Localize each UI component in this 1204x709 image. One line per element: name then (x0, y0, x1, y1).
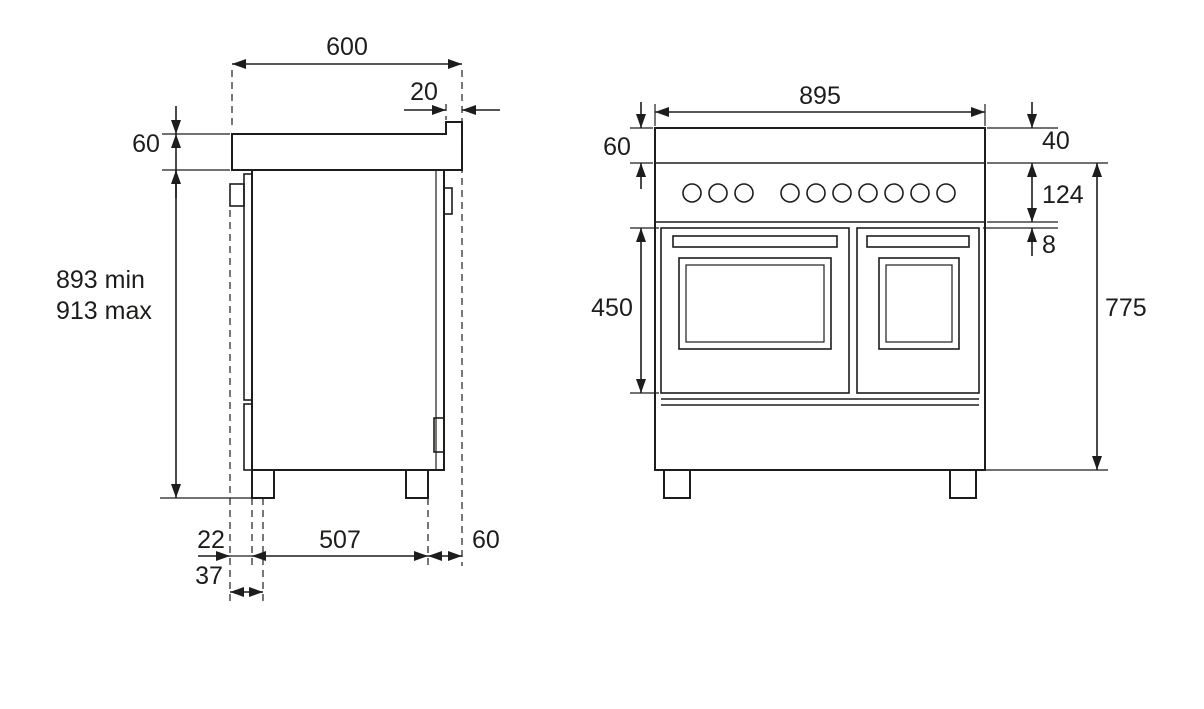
front-view: 895 60 40 124 8 450 775 (591, 82, 1147, 499)
control-knob (832, 183, 852, 203)
dim-label-body-height: 775 (1105, 294, 1147, 322)
left-oven-door (660, 227, 850, 394)
right-door-window (878, 257, 960, 350)
body-outline-front (654, 127, 986, 471)
left-door-handle (672, 235, 838, 248)
dim-label-rear-lip: 20 (410, 78, 438, 106)
front-foot-side (251, 469, 275, 499)
dim-label-width: 895 (799, 82, 841, 110)
dim-label-height-max: 913 max (56, 297, 152, 325)
dim-label-top-height: 60 (132, 130, 160, 158)
left-door-window-inner (685, 264, 825, 343)
rear-detail-bottom (433, 417, 445, 453)
dim-label-door-height: 450 (591, 294, 633, 322)
right-foot-front (949, 469, 977, 499)
left-door-window (678, 257, 832, 350)
control-knob (780, 183, 800, 203)
left-foot-front (663, 469, 691, 499)
dim-label-front-foot-center: 37 (195, 562, 223, 590)
dim-label-front-top-height: 60 (603, 133, 631, 161)
control-knob (682, 183, 702, 203)
dim-label-depth: 600 (326, 33, 368, 61)
dim-label-feet-span: 507 (319, 526, 361, 554)
dim-label-knob-offset: 40 (1042, 127, 1070, 155)
control-knobs (682, 183, 956, 203)
body-outline-side (251, 169, 445, 471)
dim-label-height-min: 893 min (56, 266, 145, 294)
control-knob (884, 183, 904, 203)
door-handle-side (229, 183, 245, 207)
dim-label-rear-clearance: 60 (472, 526, 500, 554)
control-knob (734, 183, 754, 203)
dim-label-panel-height: 124 (1042, 181, 1084, 209)
control-knob (910, 183, 930, 203)
dim-label-front-to-foot: 22 (197, 526, 225, 554)
right-door-handle (866, 235, 970, 248)
right-door-window-inner (885, 264, 953, 343)
right-oven-door (856, 227, 980, 394)
hob-slab-side (231, 121, 463, 171)
rear-foot-side (405, 469, 429, 499)
control-knob (806, 183, 826, 203)
control-knob (858, 183, 878, 203)
side-view: 600 20 60 893 min 913 max 22 507 60 (56, 33, 500, 602)
dim-label-panel-gap: 8 (1042, 231, 1056, 259)
control-knob (936, 183, 956, 203)
control-knob (708, 183, 728, 203)
lower-panel-side (243, 403, 253, 471)
rear-detail-top (443, 187, 453, 215)
oven-door-side (243, 173, 253, 401)
